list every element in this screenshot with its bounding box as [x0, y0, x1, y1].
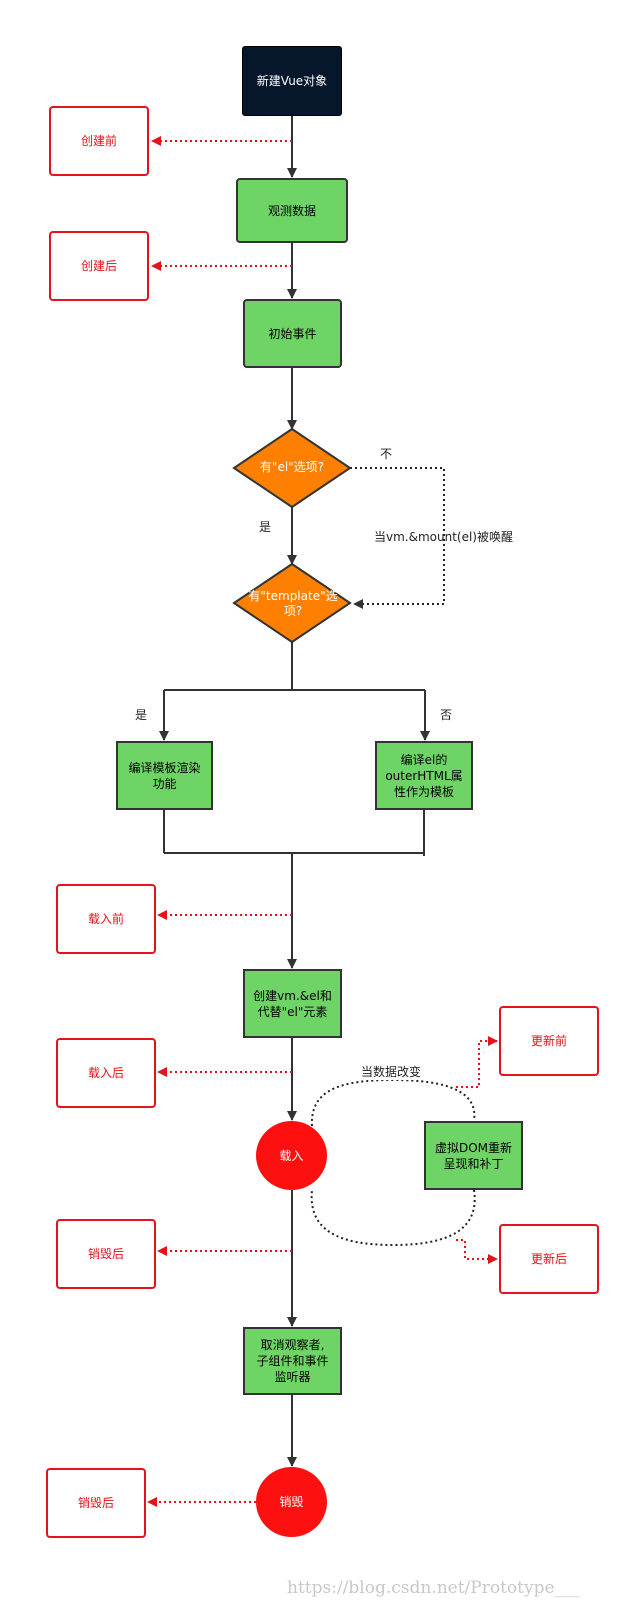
node-virtual-dom: 虚拟DOM重新 呈现和补丁	[424, 1121, 523, 1190]
edge-label-no-template: 否	[440, 708, 453, 722]
hook-edge-updated	[456, 1239, 498, 1264]
hook-before-destroy: 销毁后	[56, 1219, 156, 1289]
decision-has-el-label: 有"el"选项?	[259, 460, 325, 474]
hook-destroyed: 销毁后	[46, 1468, 146, 1538]
node-create-el: 创建vm.&el和 代替"el"元素	[243, 969, 342, 1038]
node-observe-data: 观测数据	[236, 178, 348, 243]
decision-has-template-label: 有"template"选 项?	[248, 589, 338, 618]
hook-updated: 更新后	[499, 1224, 599, 1294]
update-loop-top	[310, 1078, 476, 1127]
node-teardown: 取消观察者, 子组件和事件 监听器	[243, 1327, 342, 1395]
edge-el-no-loop	[350, 467, 445, 609]
node-mounted: 载入	[256, 1121, 327, 1190]
hook-created: 创建后	[49, 231, 149, 301]
edge-label-no: 不	[380, 447, 393, 461]
hook-before-mount: 载入前	[56, 884, 156, 954]
watermark: https://blog.csdn.net/Prototype___	[287, 1578, 581, 1598]
node-new-vue: 新建Vue对象	[242, 46, 342, 116]
edge-label-yes-el: 是	[259, 520, 272, 534]
node-init-events: 初始事件	[243, 299, 342, 368]
edge-label-yes-template: 是	[135, 708, 148, 722]
hook-mounted: 载入后	[56, 1038, 156, 1108]
node-compile-outer-html: 编译el的 outerHTML属 性作为模板	[375, 741, 473, 810]
node-compile-template: 编译模板渲染 功能	[116, 741, 213, 810]
node-destroyed: 销毁	[256, 1467, 327, 1537]
decision-has-el	[232, 427, 352, 509]
hook-before-update: 更新前	[499, 1006, 599, 1076]
edge-label-when-mount: 当vm.&mount(el)被唤醒	[374, 530, 513, 544]
edge-label-data-change: 当数据改变	[359, 1063, 424, 1080]
decision-has-template	[232, 562, 352, 644]
update-loop-bottom	[310, 1189, 476, 1247]
hook-edge-before-update	[456, 1036, 498, 1088]
hook-before-create: 创建前	[49, 106, 149, 176]
